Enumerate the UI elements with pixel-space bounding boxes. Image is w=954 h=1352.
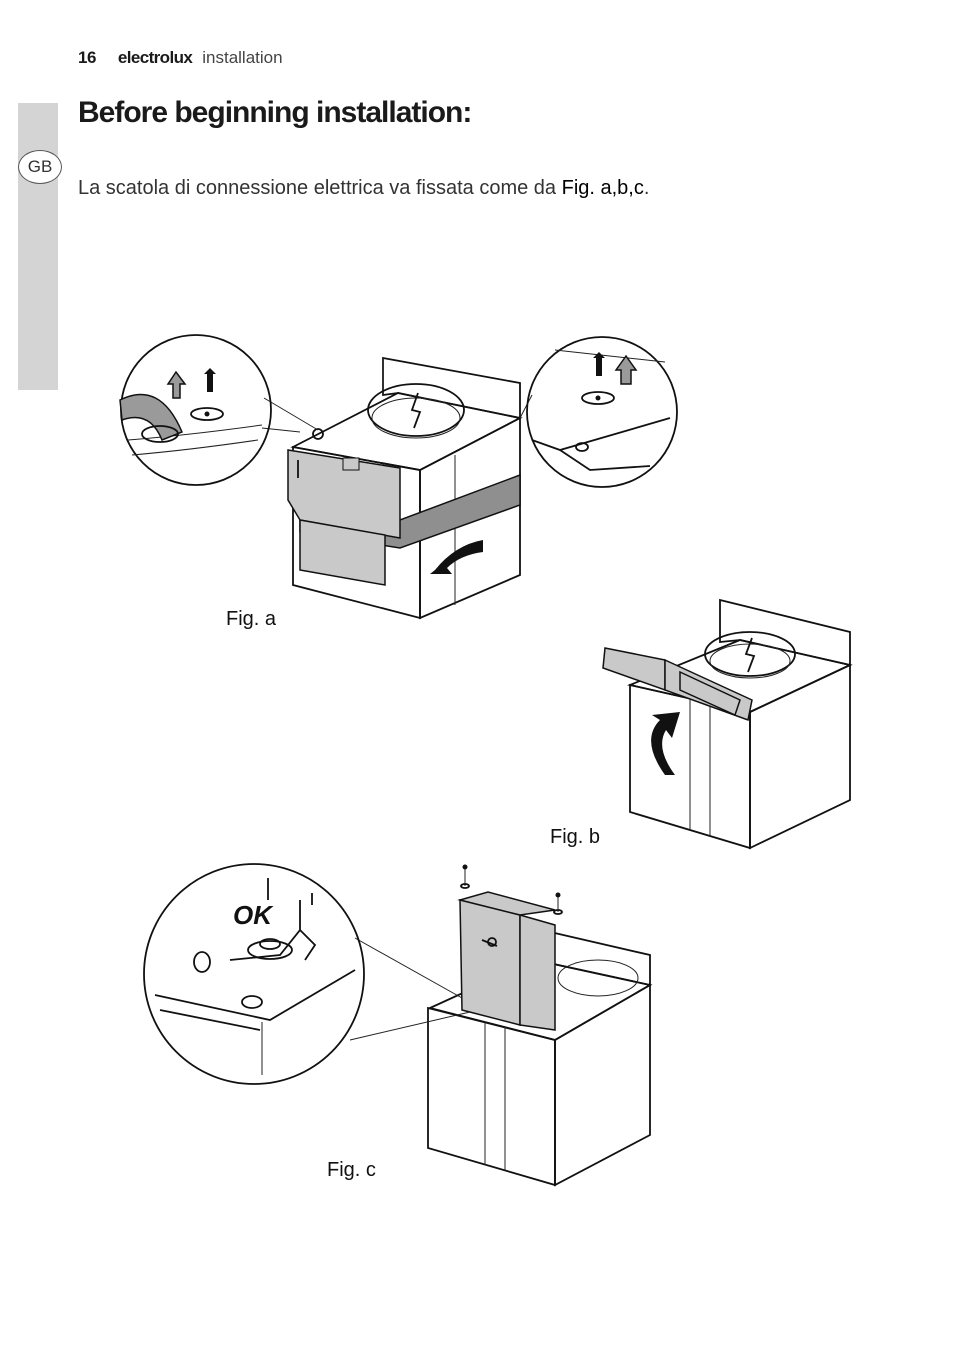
figure-c-hood (427, 864, 653, 1187)
figure-a-label: Fig. a (226, 608, 277, 630)
figure-c-zoom (143, 863, 471, 1085)
section-name: installation (202, 48, 283, 67)
figure-a-zoom-right (519, 336, 678, 488)
page-title: Before beginning installation: (78, 96, 472, 129)
language-code: GB (27, 157, 53, 176)
figure-reference: Fig. a,b,c (561, 177, 644, 199)
figure-b-hood (602, 598, 853, 850)
figure-c-ok-callout: OK (233, 900, 274, 930)
page-number: 16 (78, 48, 96, 67)
page-header: 16 electrolux installation (78, 48, 283, 68)
intro-text: La scatola di connessione elettrica va f… (78, 177, 562, 199)
intro-end: . (643, 177, 650, 199)
brand-name: electrolux (117, 48, 193, 67)
figure-c-label: Fig. c (327, 1159, 376, 1181)
figure-a-hood (287, 356, 523, 620)
intro-paragraph: La scatola di connessione elettrica va f… (78, 177, 649, 200)
language-badge: GB (18, 150, 62, 184)
figure-b-label: Fig. b (550, 826, 601, 848)
figure-a-zoom-left (119, 334, 319, 486)
